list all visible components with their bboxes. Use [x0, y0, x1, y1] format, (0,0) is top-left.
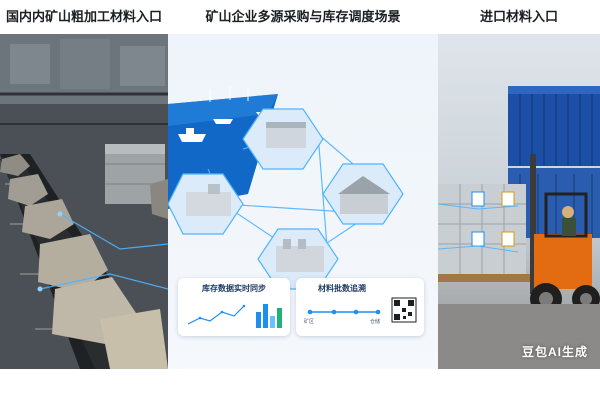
ship-icon	[178, 128, 206, 142]
factory-icon	[257, 228, 339, 290]
inventory-sync-card: 库存数据实时同步	[178, 278, 290, 336]
sync-chart	[187, 304, 282, 328]
title-bar	[0, 0, 600, 34]
inventory-sync-label: 库存数据实时同步	[202, 284, 266, 293]
trace-start: 矿区	[304, 319, 315, 325]
title-import: 进口材料入口	[479, 9, 558, 24]
warehouse-icon	[322, 163, 404, 225]
title-domestic: 国内内矿山粗加工材料入口	[5, 9, 162, 24]
batch-trace-card: 材料批数追溯 矿区 仓储	[296, 278, 424, 336]
batch-trace-label: 材料批数追溯	[318, 284, 366, 293]
trace-timeline	[307, 297, 417, 323]
ai-watermark: 豆包AI生成	[521, 345, 588, 359]
import-scene	[438, 86, 600, 369]
bottom-margin	[0, 369, 600, 401]
domestic-mine-panel	[0, 34, 168, 369]
import-entry-panel	[438, 34, 600, 369]
qr-code-icon	[391, 297, 417, 323]
warehouse-icon	[242, 108, 324, 170]
conveyor-rocks	[0, 34, 168, 369]
factory-icon	[168, 173, 244, 235]
network-diagram	[168, 86, 404, 290]
trace-end: 仓储	[370, 319, 381, 325]
title-middle: 矿山企业多源采购与库存调度场景	[205, 9, 401, 24]
